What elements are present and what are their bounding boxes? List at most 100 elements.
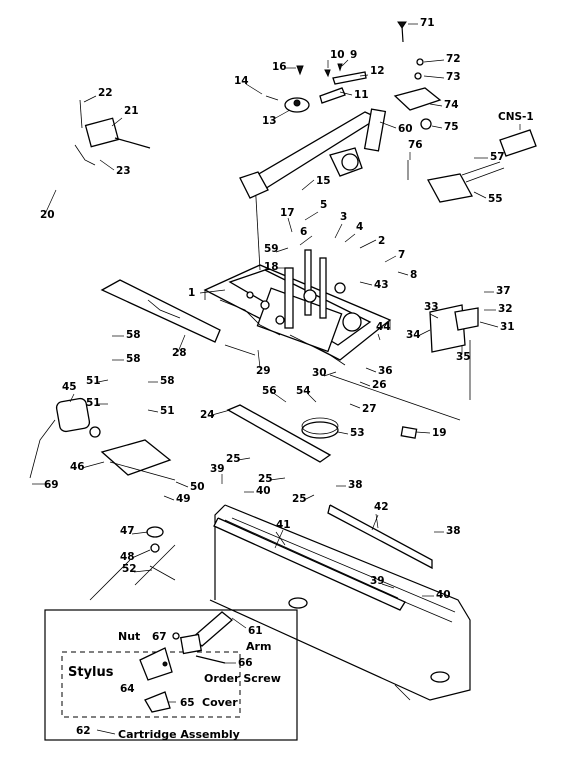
callout-20: 20 — [40, 209, 55, 221]
callout-leader-15 — [301, 179, 315, 191]
callout-10: 10 — [330, 49, 345, 61]
callout-52: 52 — [122, 563, 137, 575]
callout-50: 50 — [190, 481, 205, 493]
callout-leader-14 — [245, 83, 263, 95]
callout-32: 32 — [498, 303, 513, 315]
top-parts — [265, 63, 367, 113]
callout-17: 17 — [280, 207, 295, 219]
callout-leader-23 — [99, 159, 115, 171]
callout-leader-74 — [429, 103, 443, 107]
callout-5: 5 — [320, 199, 327, 211]
callout-72: 72 — [446, 53, 461, 65]
callout-leader-11 — [339, 91, 353, 96]
callout-leader-45 — [69, 393, 75, 403]
callout-76: 76 — [408, 139, 423, 151]
callout-leader-59 — [275, 247, 289, 253]
callout-16: 16 — [272, 61, 287, 73]
callout-42: 42 — [374, 501, 389, 513]
callout-4: 4 — [356, 221, 363, 233]
callout-leader-47 — [131, 531, 149, 535]
callout-leader-7 — [384, 255, 397, 263]
callout-57: 57 — [490, 151, 505, 163]
callout-leader-42 — [375, 513, 379, 529]
callout-leader-50 — [175, 481, 189, 488]
callout-39: 39 — [370, 575, 385, 587]
callout-leader-2 — [359, 239, 377, 249]
callout-leader-1 — [199, 289, 226, 294]
callout-18: 18 — [264, 261, 279, 273]
solenoid-21 — [74, 99, 151, 166]
left-parts — [29, 279, 256, 481]
callout-leader-51 — [147, 409, 159, 413]
callout-58: 58 — [126, 353, 141, 365]
callout-leader-48 — [131, 549, 151, 559]
inset-order-screw-label: Order Screw — [204, 672, 281, 685]
callout-leader-72 — [423, 59, 445, 63]
callout-leader-25 — [269, 477, 286, 481]
callout-leader-22 — [83, 95, 97, 103]
callout-41: 41 — [276, 519, 291, 531]
callout-leader-24 — [211, 409, 231, 416]
callout-leader-5 — [304, 211, 319, 221]
callout-2: 2 — [378, 235, 385, 247]
inset-nut-label: Nut — [118, 630, 140, 643]
callout-59: 59 — [264, 243, 279, 255]
callout-43: 43 — [374, 279, 389, 291]
right-middle-parts — [329, 304, 479, 439]
callout-15: 15 — [316, 175, 331, 187]
callout-45: 45 — [62, 381, 77, 393]
callout-47: 47 — [120, 525, 135, 537]
callout-25: 25 — [292, 493, 307, 505]
callout-leader-17 — [287, 217, 293, 233]
callout-53: 53 — [350, 427, 365, 439]
callout-49: 49 — [176, 493, 191, 505]
callout-leader-34 — [417, 329, 431, 337]
callout-11: 11 — [354, 89, 369, 101]
callout-leader-29 — [257, 349, 261, 369]
callout-leader-25 — [303, 494, 315, 501]
callout-74: 74 — [444, 99, 459, 111]
callout-31: 31 — [500, 321, 515, 333]
callout-14: 14 — [234, 75, 249, 87]
callout-leader-49 — [163, 495, 175, 501]
callout-cns-1: CNS-1 — [498, 111, 534, 123]
callout-69: 69 — [44, 479, 59, 491]
inset-arm-callout: 61 — [248, 625, 263, 637]
callout-1: 1 — [188, 287, 195, 299]
callout-40: 40 — [436, 589, 451, 601]
callout-leader-44 — [377, 333, 381, 341]
callout-leader-27 — [349, 403, 361, 409]
inset-cartridge-assembly: Nut 67 61 Arm 66 Order Screw Stylus 64 6… — [44, 609, 298, 741]
callout-leader-41 — [275, 531, 286, 546]
callout-6: 6 — [300, 226, 307, 238]
callout-37: 37 — [496, 285, 511, 297]
callout-56: 56 — [262, 385, 277, 397]
callout-26: 26 — [372, 379, 387, 391]
callout-leader-4 — [344, 233, 356, 243]
inset-nut-callout: 67 — [152, 631, 167, 643]
callout-21: 21 — [124, 105, 139, 117]
callout-13: 13 — [262, 115, 277, 127]
callout-34: 34 — [406, 329, 421, 341]
callout-leader-60 — [379, 121, 397, 129]
callout-leader-51 — [97, 379, 109, 383]
callout-leader-8 — [397, 271, 409, 276]
callout-29: 29 — [256, 365, 271, 377]
callout-48: 48 — [120, 551, 135, 563]
callout-75: 75 — [444, 121, 459, 133]
callout-40: 40 — [256, 485, 271, 497]
callout-30: 30 — [312, 367, 327, 379]
callout-leader-6 — [299, 235, 313, 246]
callout-19: 19 — [432, 427, 447, 439]
callout-36: 36 — [378, 365, 393, 377]
callout-leader-55 — [473, 191, 487, 199]
rail-42 — [327, 504, 433, 570]
callout-leader-53 — [337, 431, 349, 435]
callout-60: 60 — [398, 123, 413, 135]
callout-38: 38 — [348, 479, 363, 491]
callout-leader-31 — [479, 321, 499, 328]
callout-58: 58 — [160, 375, 175, 387]
inset-arm-label: Arm — [246, 640, 271, 653]
callout-leader-3 — [334, 223, 343, 239]
callout-leader-73 — [423, 75, 445, 79]
